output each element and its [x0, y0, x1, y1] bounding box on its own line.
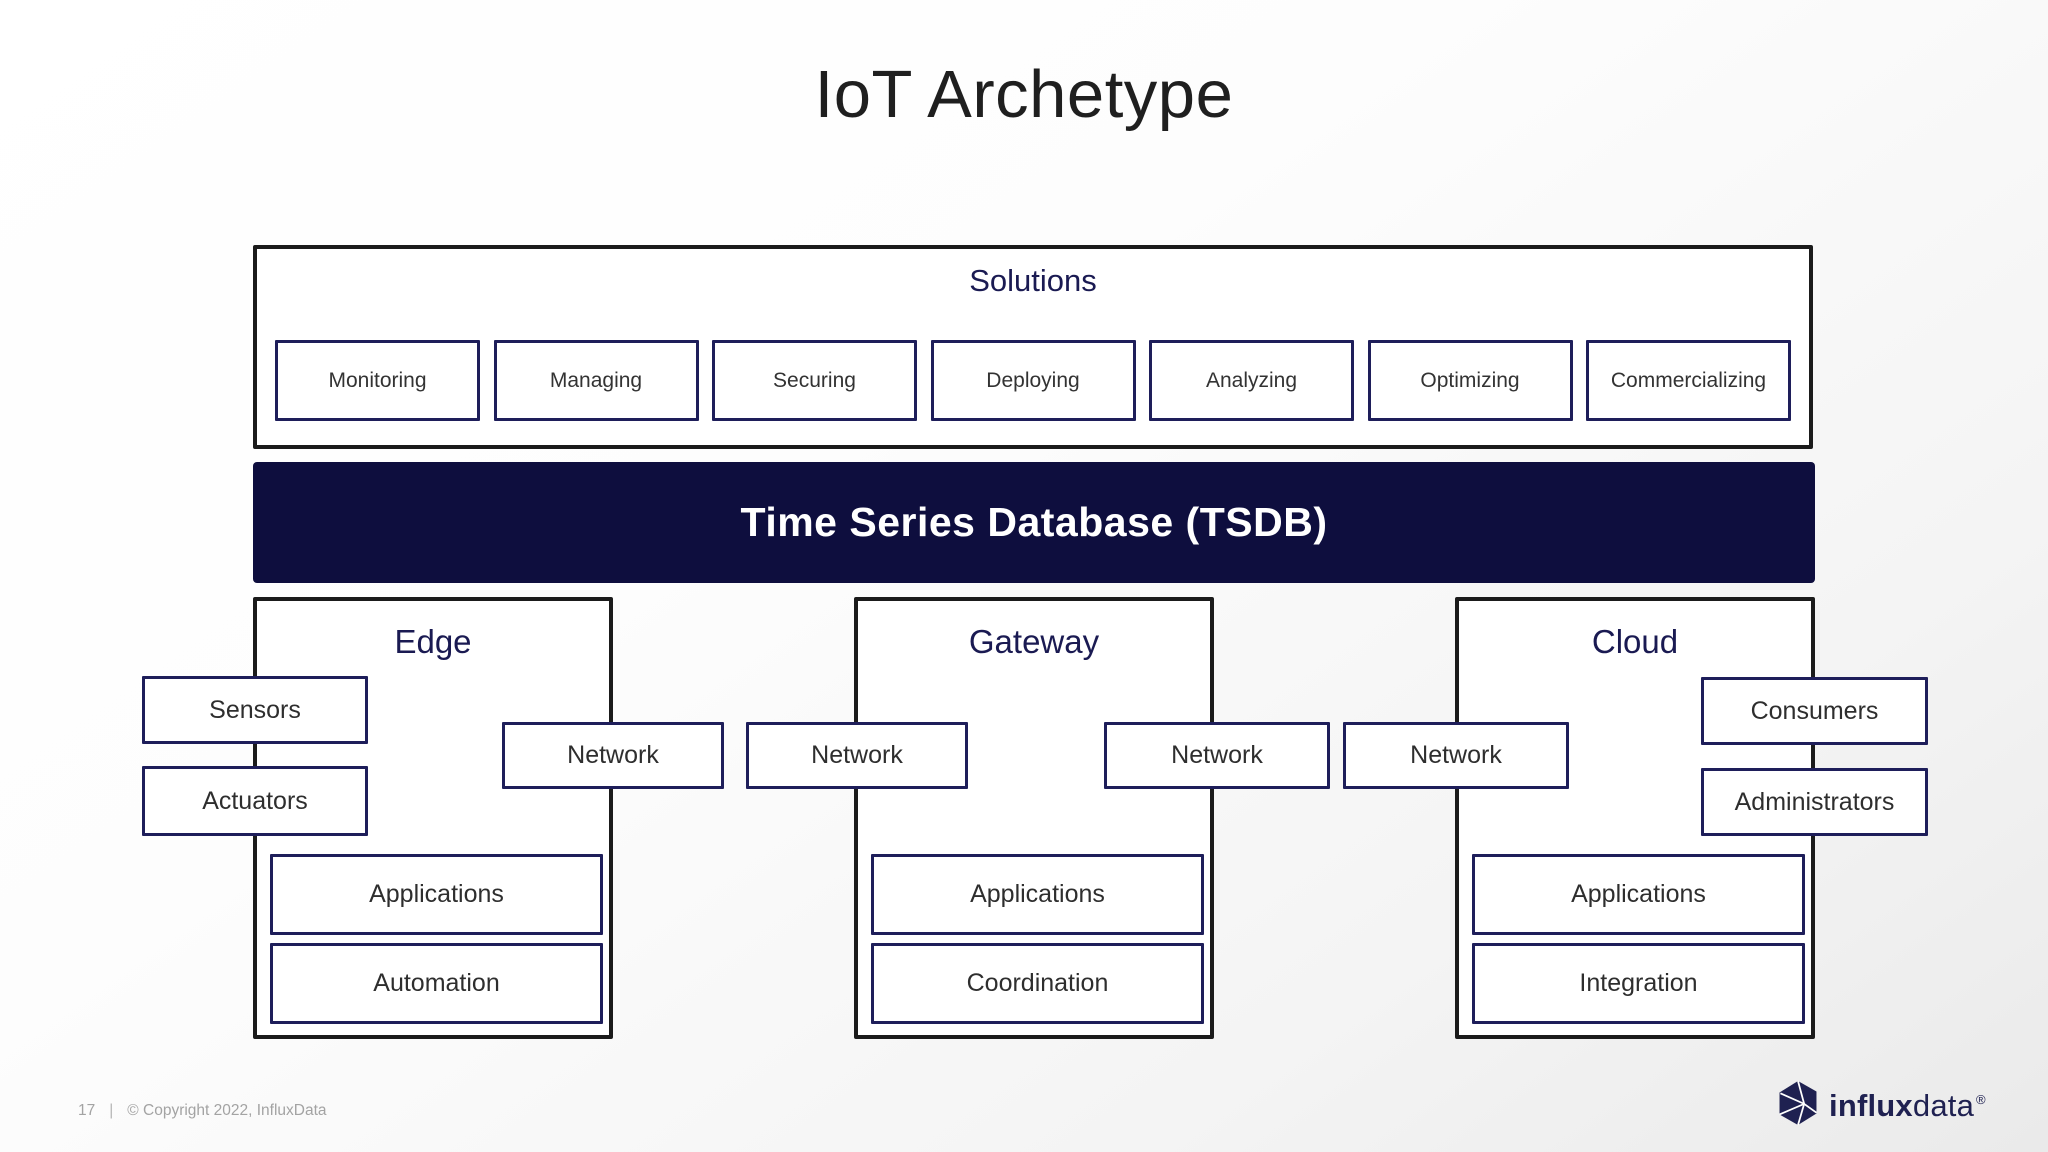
influxdata-logo: influxdata®: [1776, 1080, 1986, 1131]
solution-item-securing: Securing: [712, 340, 917, 421]
page-number: 17: [78, 1102, 96, 1119]
edge-applications-box: Applications: [270, 854, 603, 935]
edge-automation-box: Automation: [270, 943, 603, 1024]
solutions-row: Monitoring Managing Securing Deploying A…: [275, 340, 1791, 421]
solutions-title: Solutions: [969, 263, 1097, 298]
network-box-cloud: Network: [1343, 722, 1569, 789]
influxdata-wordmark: influxdata®: [1829, 1087, 1986, 1123]
gateway-title: Gateway: [968, 623, 1100, 660]
gateway-section: Gateway Applications Coordination: [854, 597, 1214, 1039]
solutions-container: Solutions Monitoring Managing Securing D…: [253, 245, 1813, 449]
copyright-text: © Copyright 2022, InfluxData: [127, 1102, 327, 1119]
solution-item-managing: Managing: [493, 340, 699, 421]
cloud-integration-box: Integration: [1472, 943, 1805, 1024]
registered-trademark: ®: [1976, 1091, 1986, 1107]
administrators-box: Administrators: [1701, 768, 1928, 836]
cloud-title: Cloud: [1591, 623, 1679, 660]
edge-title: Edge: [394, 623, 472, 660]
footer: 17 | © Copyright 2022, InfluxData: [78, 1102, 327, 1120]
influxdata-cube-icon: [1776, 1080, 1820, 1131]
page-title: IoT Archetype: [814, 57, 1234, 132]
solution-item-optimizing: Optimizing: [1367, 340, 1573, 421]
network-box-gateway-right: Network: [1104, 722, 1330, 789]
edge-section: Edge Applications Automation: [253, 597, 613, 1039]
network-box-edge: Network: [502, 722, 724, 789]
gateway-applications-box: Applications: [871, 854, 1204, 935]
cloud-applications-box: Applications: [1472, 854, 1805, 935]
actuators-box: Actuators: [142, 766, 368, 836]
solution-item-deploying: Deploying: [930, 340, 1136, 421]
solution-item-analyzing: Analyzing: [1149, 340, 1354, 421]
sensors-box: Sensors: [142, 676, 368, 744]
consumers-box: Consumers: [1701, 677, 1928, 745]
solution-item-commercializing: Commercializing: [1586, 340, 1791, 421]
solution-item-monitoring: Monitoring: [275, 340, 480, 421]
network-box-gateway-left: Network: [746, 722, 968, 789]
footer-separator: |: [109, 1102, 114, 1119]
gateway-coordination-box: Coordination: [871, 943, 1204, 1024]
tsdb-banner: Time Series Database (TSDB): [253, 462, 1815, 583]
